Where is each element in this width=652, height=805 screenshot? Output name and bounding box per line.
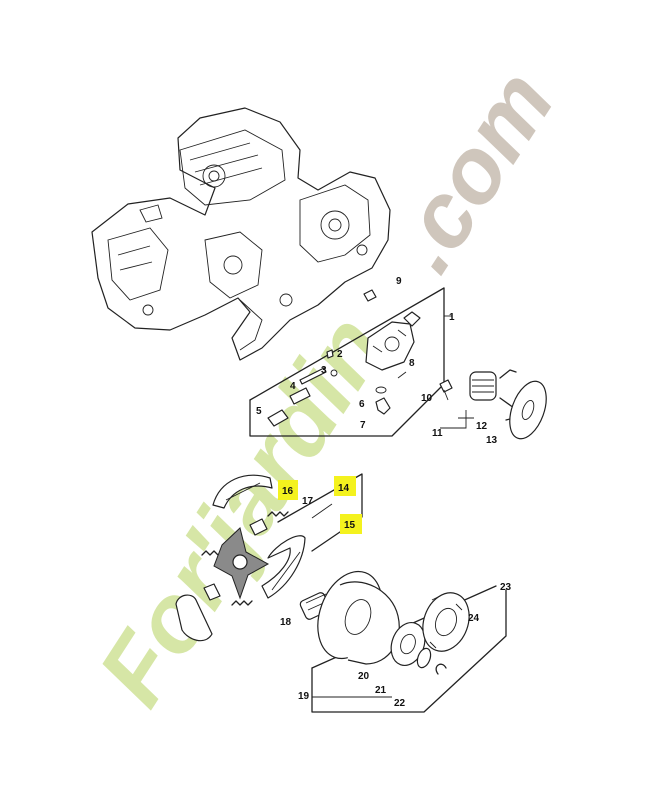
- part-label-3: 3: [321, 365, 327, 376]
- part-label-14: 14: [338, 483, 350, 494]
- clutch-group: [175, 473, 363, 642]
- part-label-5: 5: [256, 406, 262, 417]
- clutch-drum-group: [299, 570, 507, 713]
- engine-crankcase: [91, 107, 391, 361]
- part-label-9: 9: [396, 276, 402, 287]
- part-label-21: 21: [375, 685, 387, 696]
- part-label-8: 8: [409, 358, 415, 369]
- part-label-24: 24: [468, 613, 480, 624]
- part-label-1: 1: [449, 312, 455, 323]
- part-label-7: 7: [360, 420, 366, 431]
- highlight-16: [278, 480, 298, 500]
- part-label-23: 23: [500, 582, 512, 593]
- highlights: [278, 476, 362, 534]
- watermark-grey-text: .com: [371, 53, 573, 289]
- highlight-14: [334, 476, 356, 496]
- part-label-6: 6: [359, 399, 365, 410]
- part-label-10: 10: [421, 393, 433, 404]
- part-label-2: 2: [337, 349, 343, 360]
- part-label-17: 17: [302, 496, 314, 507]
- part-label-11: 11: [432, 428, 443, 439]
- part-labels: 1 2 3 4 5 6 7 8 9 10 11 12 13 14 15 16 1…: [256, 276, 512, 709]
- part-label-4: 4: [290, 381, 296, 392]
- part-label-16: 16: [282, 486, 294, 497]
- highlight-15: [340, 514, 362, 534]
- part-label-18: 18: [280, 617, 292, 628]
- part-label-22: 22: [394, 698, 406, 709]
- oil-pump-group: [249, 287, 547, 440]
- part-label-15: 15: [344, 520, 356, 531]
- part-label-20: 20: [358, 671, 370, 682]
- part-label-12: 12: [476, 421, 488, 432]
- part-label-13: 13: [486, 435, 498, 446]
- part-label-19: 19: [298, 691, 310, 702]
